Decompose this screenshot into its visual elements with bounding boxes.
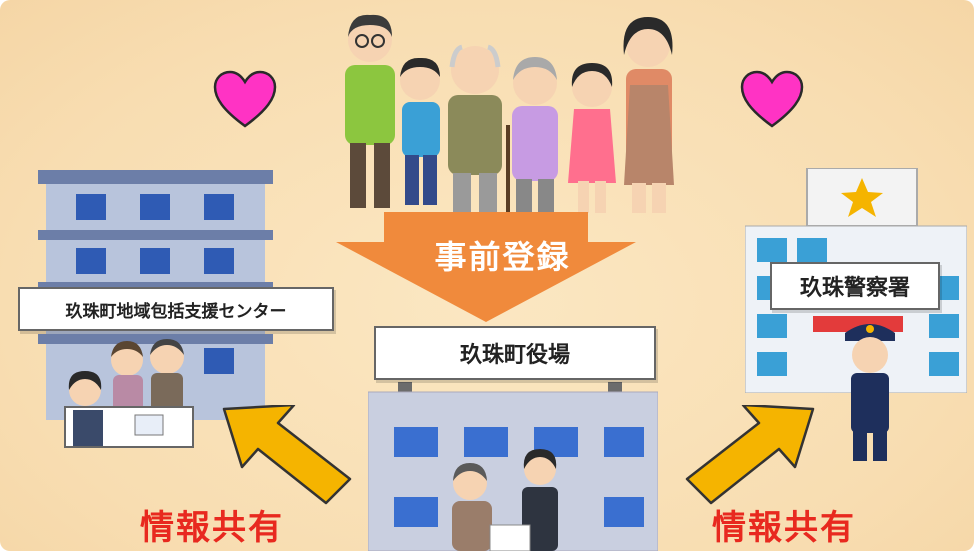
pre-registration-label: 事前登録 (434, 238, 571, 276)
info-share-label-left: 情報共有 (140, 508, 284, 548)
family-member-boy (400, 57, 440, 205)
police-officer (845, 324, 895, 461)
family-member-grandmother (512, 57, 558, 213)
family-member-mother (623, 17, 674, 213)
heart-icon (740, 70, 804, 128)
family-member-girl (568, 63, 616, 213)
consultation-scene-left (64, 339, 194, 448)
support-center-label: 玖珠町地域包括支援センター (18, 287, 334, 331)
family-illustration (345, 14, 674, 213)
town-hall-label: 玖珠町役場 (374, 326, 656, 380)
arrow-up-right-icon (685, 405, 815, 505)
police-station-label: 玖珠警察署 (770, 262, 940, 310)
arrow-up-left-icon (222, 405, 352, 505)
info-share-label-right: 情報共有 (712, 508, 856, 548)
arrow-down-icon (336, 212, 636, 322)
heart-icon (213, 70, 277, 128)
family-member-grandfather (448, 44, 510, 213)
family-member-father (345, 14, 395, 208)
consultation-scene-center (452, 449, 558, 551)
